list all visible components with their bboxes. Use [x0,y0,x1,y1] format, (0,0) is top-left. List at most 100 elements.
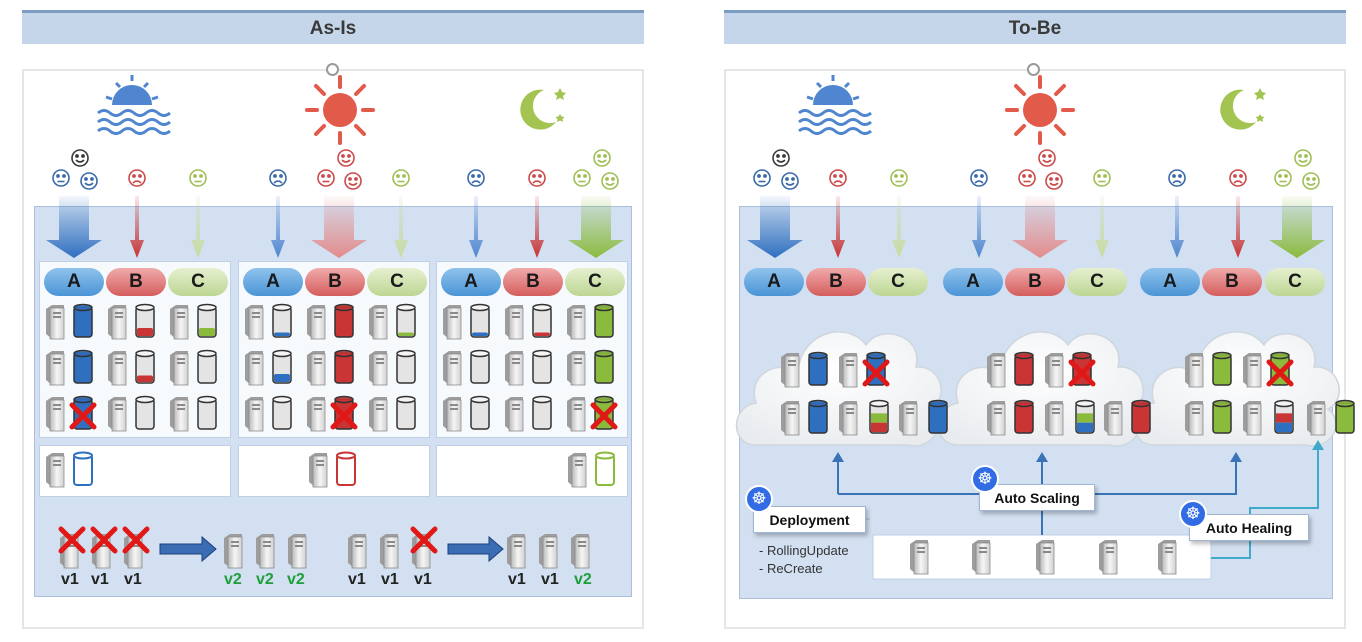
as-is-server-g3-c3-r1 [566,304,586,340]
as-is-header: As-Is [22,10,644,44]
as-is-rollout-right-server-2 [379,533,399,569]
to-be-cloud-2-db-3 [1014,399,1034,434]
as-is-rollout-right-after-server-1 [506,533,526,569]
as-is-db-g1-c2-r2 [135,349,155,384]
as-is-server-g3-c1-r1 [442,304,462,340]
as-is-spare-server-2 [308,452,328,488]
to-be-face-3d [1274,169,1292,187]
as-is-load-arrow-a3 [469,196,483,258]
to-be-cloud-1-db-1 [808,351,828,386]
as-is-face-1b [52,169,70,187]
as-is-face-3a [467,169,485,187]
to-be-face-1a [772,149,790,167]
deployment-strategy-rolling-update: - RollingUpdate [759,543,849,558]
as-is-server-g2-c3-r3 [368,396,388,432]
as-is-rollout-new-server-1 [223,533,243,569]
to-be-cloud-1-server-4 [838,400,858,436]
as-is-rollout-right-after-1: v1 [508,571,526,588]
to-be-cloud-2-db-4 [1075,399,1095,434]
to-be-face-2d [1045,172,1063,190]
to-be-node-server-2 [971,539,991,575]
to-be-cloud-2-server-2 [1044,352,1064,388]
to-be-face-2b [1038,149,1056,167]
to-be-load-arrow-a2 [972,196,986,258]
to-be-cloud-2-server-4 [1044,400,1064,436]
as-is-db-g2-c3-r1 [396,303,416,338]
as-is-rollout-right-after-server-3 [570,533,590,569]
as-is-server-g2-c2-r3 [306,396,326,432]
to-be-face-2c [1018,169,1036,187]
to-be-pill-b-2: B [1005,268,1065,296]
to-be-pill-a-2: A [943,268,1003,296]
as-is-rollout-right-before-1: v1 [348,571,366,588]
auto-scaling-arrowheads [832,452,1242,462]
as-is-server-g1-c1-r1 [45,304,65,340]
as-is-rollout-left-after-3: v2 [287,571,305,588]
as-is-server-g2-c1-r1 [244,304,264,340]
as-is-knob [326,63,339,76]
as-is-server-g1-c2-r2 [107,350,127,386]
to-be-face-1c [781,172,799,190]
to-be-face-1d [829,169,847,187]
as-is-server-g3-c1-r3 [442,396,462,432]
as-is-load-arrow-c1 [191,196,205,258]
as-is-pill-a-3: A [441,268,501,296]
to-be-face-2a [970,169,988,187]
as-is-rollout-left-after-2: v2 [256,571,274,588]
as-is-rollout-new-server-2 [255,533,275,569]
as-is-db-g1-c3-r1 [197,303,217,338]
to-be-node-server-3 [1035,539,1055,575]
as-is-server-g1-c3-r2 [169,350,189,386]
as-is-face-1e [189,169,207,187]
as-is-face-1d [128,169,146,187]
to-be-cloud-1-server-5 [898,400,918,436]
sun-icon-4 [1005,75,1075,145]
as-is-load-arrow-b1 [130,196,144,258]
to-be-pill-b-1: B [806,268,866,296]
as-is-server-g2-c1-r2 [244,350,264,386]
as-is-pill-a-1: A [44,268,104,296]
as-is-server-g1-c3-r1 [169,304,189,340]
as-is-pill-b-2: B [305,268,365,296]
to-be-knob [1027,63,1040,76]
as-is-rollout-right-before-3: v1 [414,571,432,588]
auto-scaling-connectors [837,456,1237,495]
as-is-load-arrow-a2 [271,196,285,258]
to-be-pill-b-3: B [1202,268,1262,296]
as-is-face-2a [269,169,287,187]
as-is-server-g3-c3-r2 [566,350,586,386]
to-be-cloud-1-server-2 [838,352,858,388]
to-be-cloud-3-db-4 [1274,399,1294,434]
sunrise-icon-3 [797,73,873,135]
as-is-server-g2-c2-r1 [306,304,326,340]
as-is-spare-1-box [39,445,231,497]
to-be-cloud-2-server-1 [986,352,1006,388]
moon-icon-5 [1220,88,1266,130]
as-is-rollout-left-before-3: v1 [124,571,142,588]
as-is-pill-b-1: B [106,268,166,296]
as-is-db-g2-c1-r1 [272,303,292,338]
to-be-header: To-Be [724,10,1346,44]
to-be-node-server-5 [1157,539,1177,575]
sunrise-icon-0 [96,73,172,135]
as-is-server-g3-c3-r3 [566,396,586,432]
as-is-spare-server-1 [45,452,65,488]
as-is-pill-c-2: C [367,268,427,296]
to-be-load-arrow-c2 [1095,196,1109,258]
as-is-db-g2-c2-r1 [334,303,354,338]
as-is-load-arrow-b2 [311,196,367,258]
as-is-server-g1-c1-r3 [45,396,65,432]
as-is-db-g1-c3-r3 [197,395,217,430]
to-be-cloud-3-db-5 [1335,399,1355,434]
as-is-rollout-right-before-2: v1 [381,571,399,588]
to-be-cloud-1-server-1 [780,352,800,388]
as-is-db-g2-c1-r2 [272,349,292,384]
as-is-rollout-left-before-1: v1 [61,571,79,588]
as-is-server-g1-c3-r3 [169,396,189,432]
as-is-server-g3-c2-r2 [504,350,524,386]
as-is-pill-a-2: A [243,268,303,296]
to-be-cloud-2-db-1 [1014,351,1034,386]
as-is-server-g1-c2-r3 [107,396,127,432]
as-is-rollout-right-after-server-2 [538,533,558,569]
auto-scaling-label: Auto Scaling [979,484,1095,511]
